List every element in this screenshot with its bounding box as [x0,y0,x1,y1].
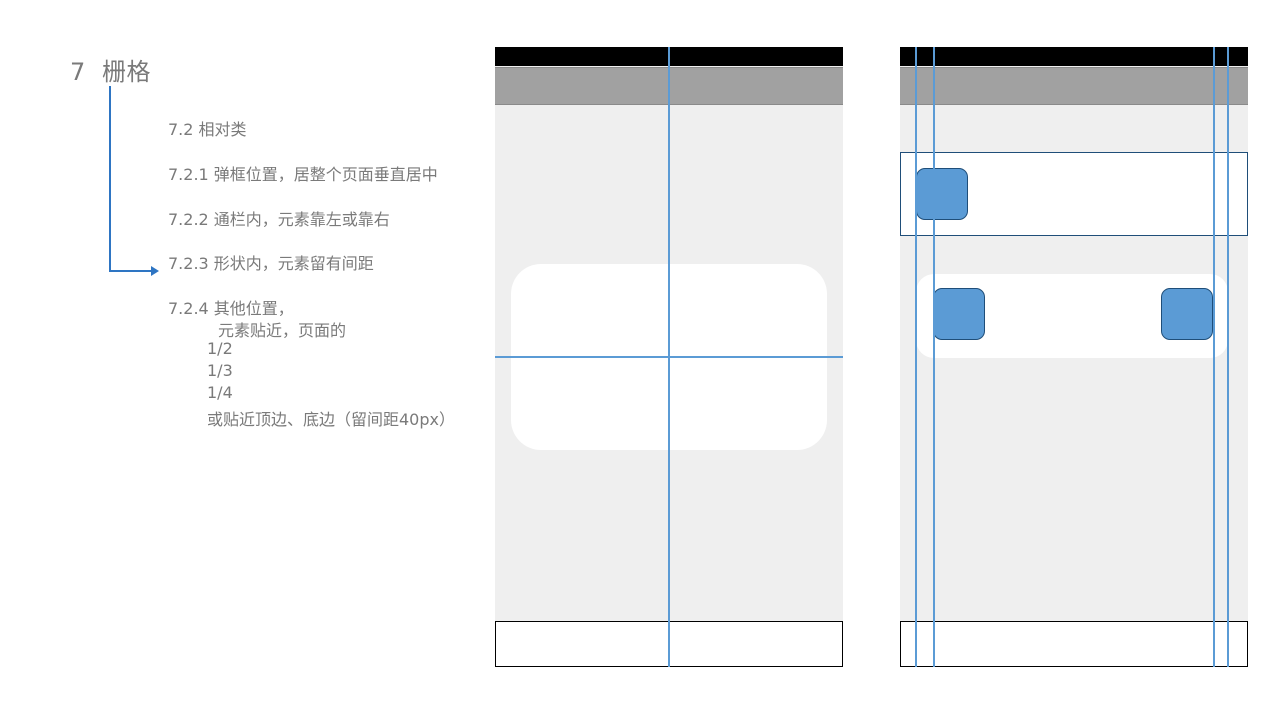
status-bar [900,47,1248,66]
section-title: 7 栅格 [70,52,151,87]
outline-item-7-2-4: 7.2.4 其他位置， [168,299,294,318]
outline-sub-line: 元素贴近，页面的 [218,321,347,340]
outline-item-7-2-3: 7.2.3 形状内，元素留有间距 [168,254,374,273]
outline-sub-line: 或贴近顶边、底边（留间距40px） [207,410,455,429]
outline-sub-line: 1/4 [207,383,233,402]
horizontal-center-guide [495,356,843,358]
right-margin-guide-inner [1213,47,1215,667]
section-title-text: 栅格 [102,58,152,86]
edge-aligned-elements-mockup [900,47,1248,667]
left-aligned-shape [916,168,968,220]
section-number: 7 [70,58,86,86]
tab-bar [900,621,1248,667]
panel-right-shape [1161,288,1213,340]
right-margin-guide-outer [1227,47,1229,667]
outline-item-7-2-2: 7.2.2 通栏内，元素靠左或靠右 [168,210,390,229]
outline-sub-line: 1/3 [207,361,233,380]
nav-bar [900,67,1248,105]
left-margin-guide-inner [933,47,935,667]
arrow-right-icon [151,266,159,276]
bracket-line-vertical [109,86,111,271]
bracket-line-horizontal [109,270,153,272]
left-margin-guide-outer [915,47,917,667]
centered-dialog-mockup [495,47,843,667]
outline-sub-line: 1/2 [207,339,233,358]
outline-item-7-2: 7.2 相对类 [168,120,247,139]
panel-left-shape [933,288,985,340]
outline-item-7-2-1: 7.2.1 弹框位置，居整个页面垂直居中 [168,165,438,184]
